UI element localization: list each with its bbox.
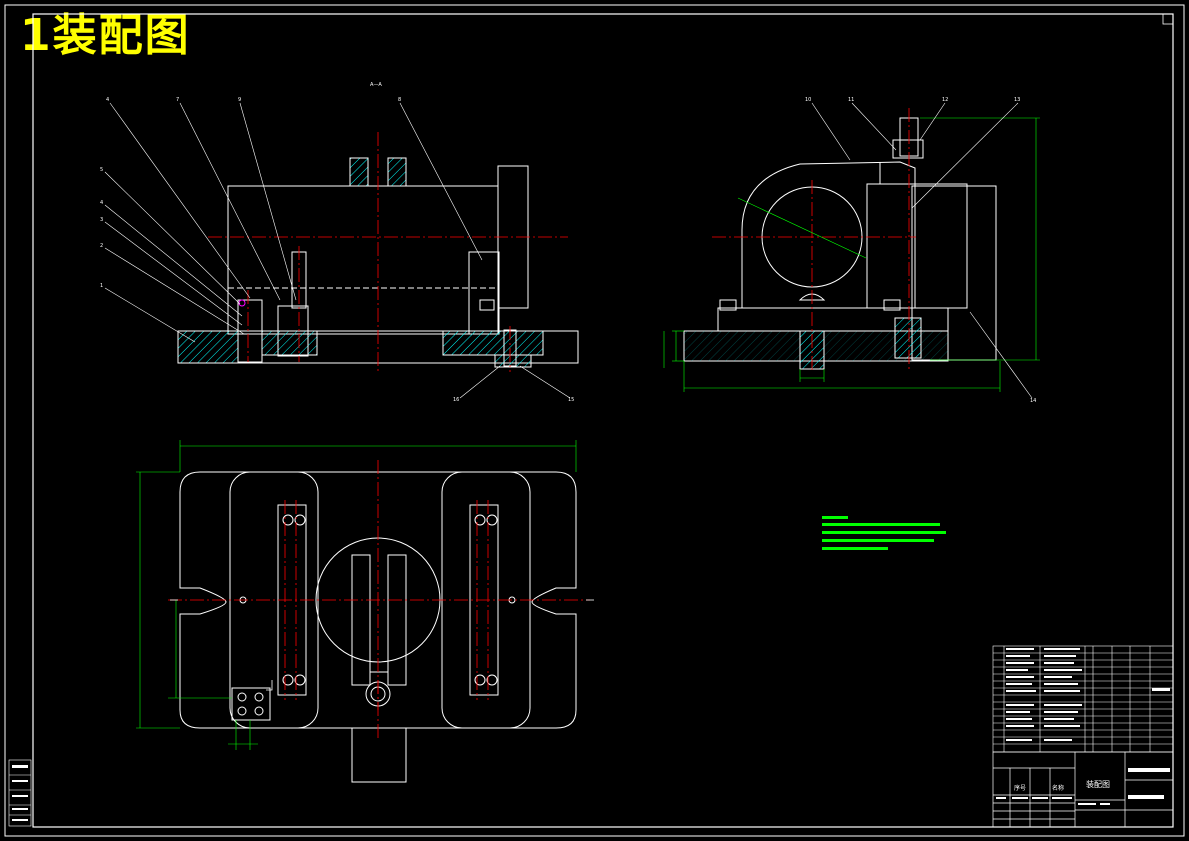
- svg-text:15: 15: [568, 397, 574, 403]
- svg-text:7: 7: [176, 97, 179, 103]
- front-view-leaders: [104, 102, 571, 399]
- side-view-dimensions: [663, 117, 1040, 392]
- technical-requirements: [822, 516, 946, 550]
- parts-list: [992, 645, 1174, 753]
- svg-text:1: 1: [100, 283, 103, 289]
- svg-text:13: 13: [1014, 97, 1020, 103]
- outer-frame: [4, 4, 1185, 837]
- title-block-drawing-name: 装配图: [1086, 780, 1110, 789]
- title-block-entries: [996, 768, 1170, 805]
- inner-frame: [32, 13, 1174, 828]
- svg-text:14: 14: [1030, 398, 1036, 404]
- svg-text:A—A: A—A: [370, 82, 382, 88]
- svg-text:9: 9: [238, 97, 241, 103]
- svg-text:10: 10: [805, 97, 811, 103]
- top-view-cutting-marks: [170, 599, 594, 691]
- front-view-centerlines: [208, 132, 568, 372]
- left-stamp-entries: [12, 765, 28, 821]
- svg-text:8: 8: [398, 97, 401, 103]
- svg-text:16: 16: [453, 397, 459, 403]
- corner-label-box: [1162, 13, 1174, 25]
- parts-list-entries: [1006, 648, 1170, 741]
- front-view-balloons: 4 7 9 8 5 4 3 2 1 16 15 A—A: [100, 82, 574, 403]
- drawing-title: 1装配图: [20, 10, 191, 61]
- left-stamp-strip: [8, 759, 32, 827]
- title-block-seq-label: 序号: [1014, 785, 1027, 792]
- front-section-view: [177, 157, 579, 368]
- top-view-dimensions: [136, 440, 577, 750]
- side-section-view: [683, 117, 997, 370]
- title-block: [992, 751, 1174, 828]
- svg-text:5: 5: [100, 167, 103, 173]
- title-block-name-label: 名称: [1052, 785, 1065, 792]
- side-view-centerlines: [712, 108, 916, 372]
- svg-text:2: 2: [100, 243, 103, 249]
- top-view-centerlines: [168, 460, 590, 740]
- side-view-balloons: 10 11 12 13 14: [805, 97, 1036, 404]
- svg-text:11: 11: [848, 97, 854, 103]
- side-view-leaders: [811, 102, 1033, 399]
- svg-text:3: 3: [100, 217, 103, 223]
- svg-text:4: 4: [106, 97, 109, 103]
- svg-text:4: 4: [100, 200, 103, 206]
- svg-text:12: 12: [942, 97, 948, 103]
